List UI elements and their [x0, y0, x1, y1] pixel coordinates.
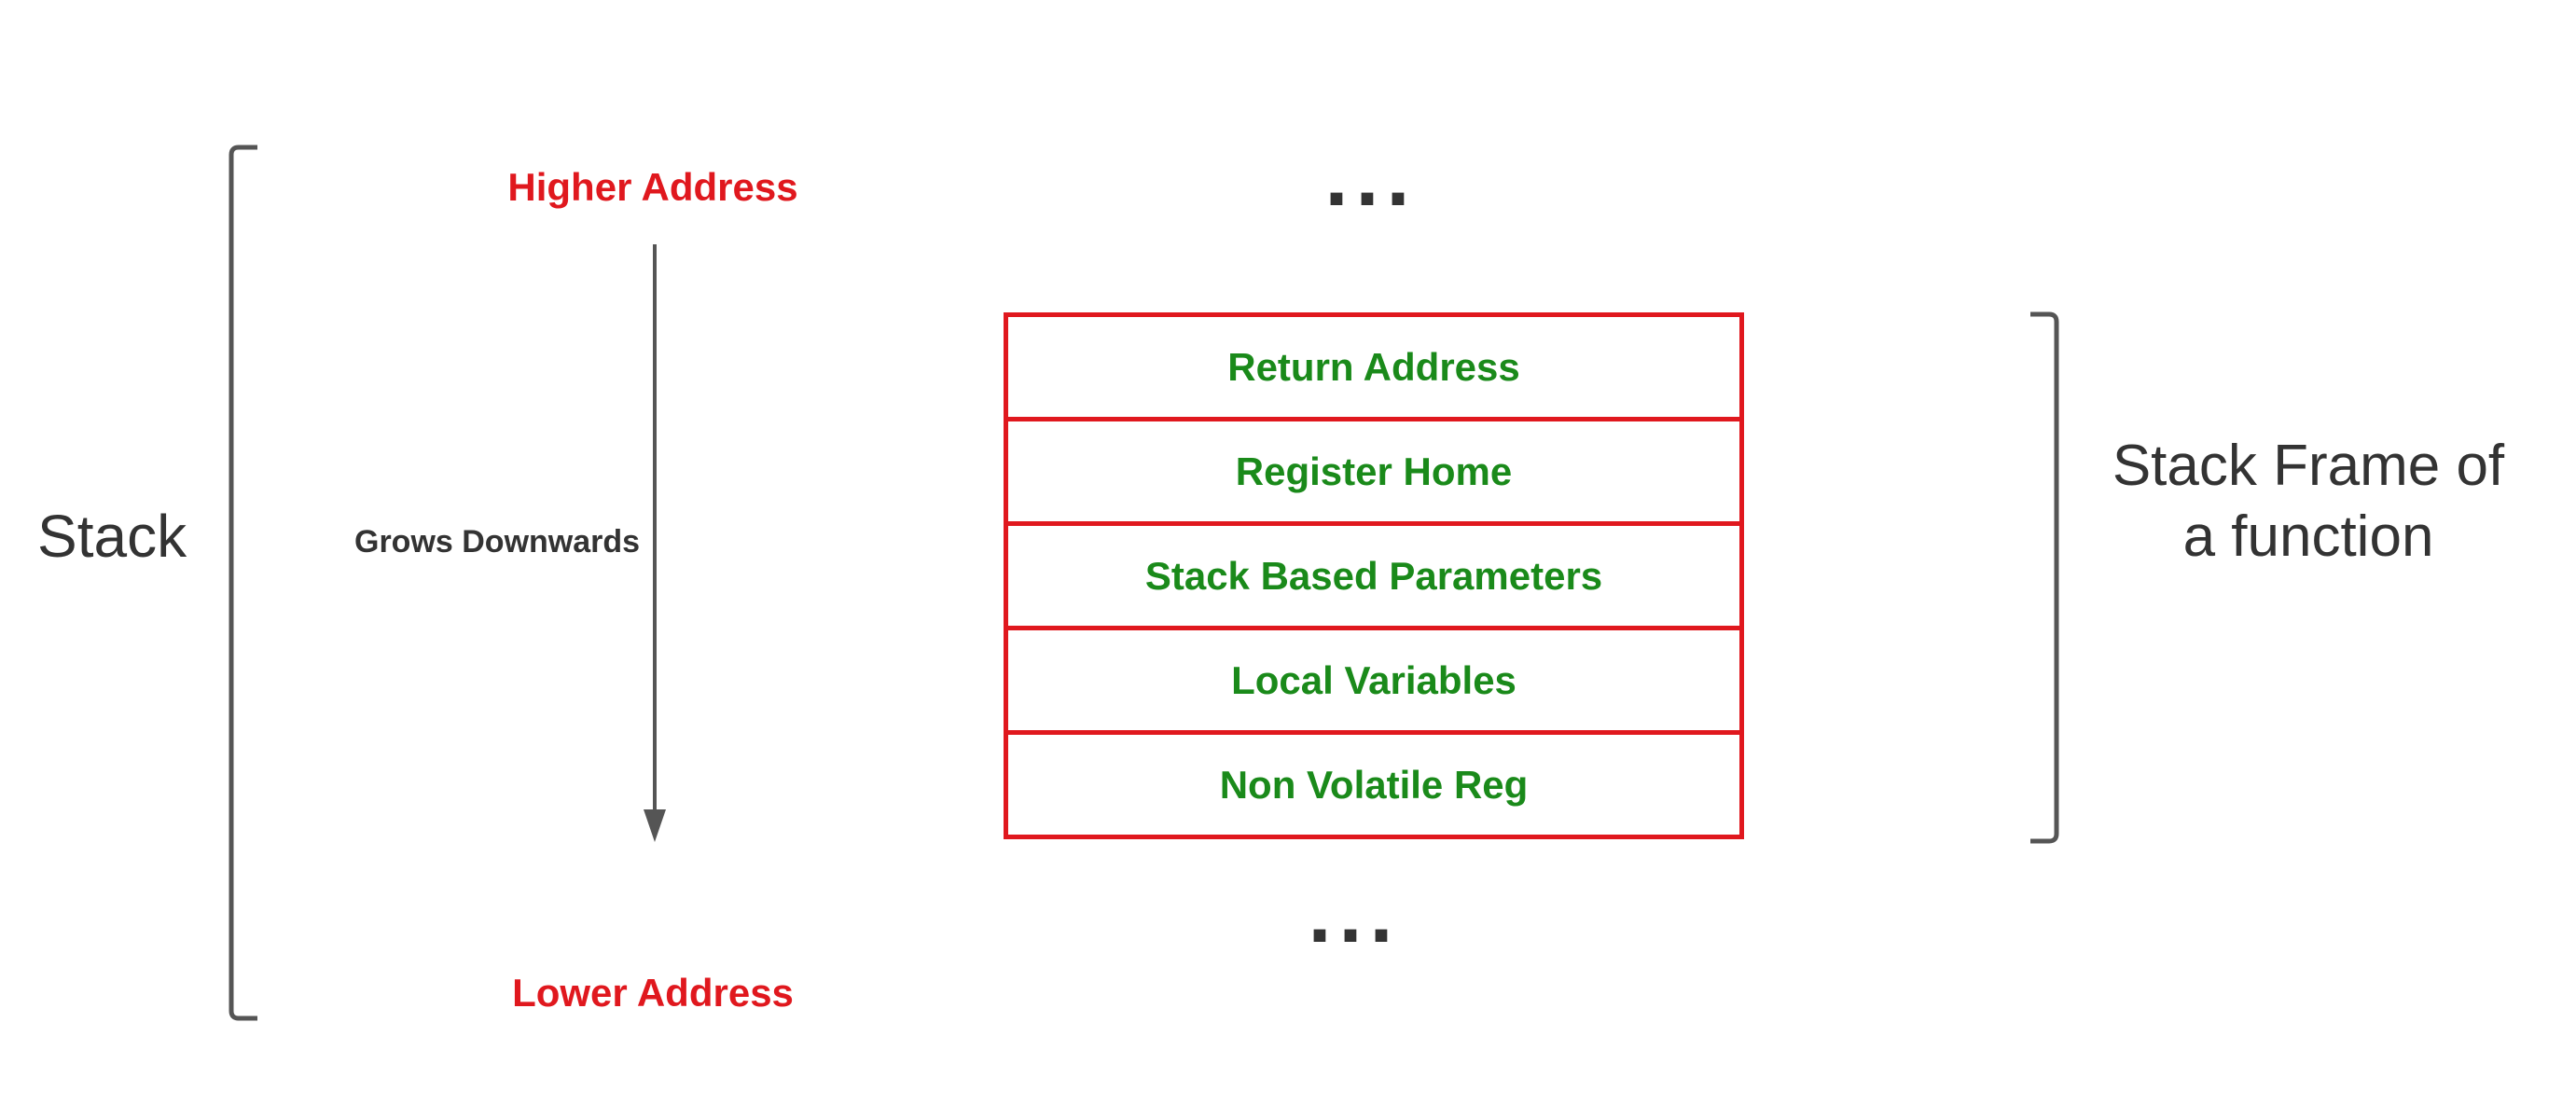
stack-frame-box: Return Address Register Home Stack Based…: [1004, 312, 1744, 839]
lower-address-label: Lower Address: [512, 971, 794, 1015]
frame-row-local-variables: Local Variables: [1008, 630, 1739, 735]
frame-row-non-volatile-reg: Non Volatile Reg: [1219, 762, 1529, 807]
stack-frame-label-line2: a function: [2182, 504, 2434, 569]
frame-bracket: [2030, 311, 2059, 844]
stack-label: Stack: [37, 503, 187, 570]
grows-arrow-head: [644, 809, 666, 842]
stack-frame-label: Stack Frame of a function: [2066, 431, 2551, 573]
stack-bracket: [229, 145, 257, 1021]
ellipsis-bottom: ...: [1308, 867, 1401, 960]
ellipsis-top: ...: [1324, 131, 1418, 224]
stack-frame-label-line1: Stack Frame of: [2112, 434, 2505, 498]
frame-row-return-address: Return Address: [1008, 317, 1739, 421]
grows-downwards-label: Grows Downwards: [354, 524, 641, 560]
frame-row-register-home: Register Home: [1008, 421, 1739, 526]
frame-row-stack-based-parameters: Stack Based Parameters: [1008, 526, 1739, 630]
higher-address-label: Higher Address: [507, 165, 798, 209]
